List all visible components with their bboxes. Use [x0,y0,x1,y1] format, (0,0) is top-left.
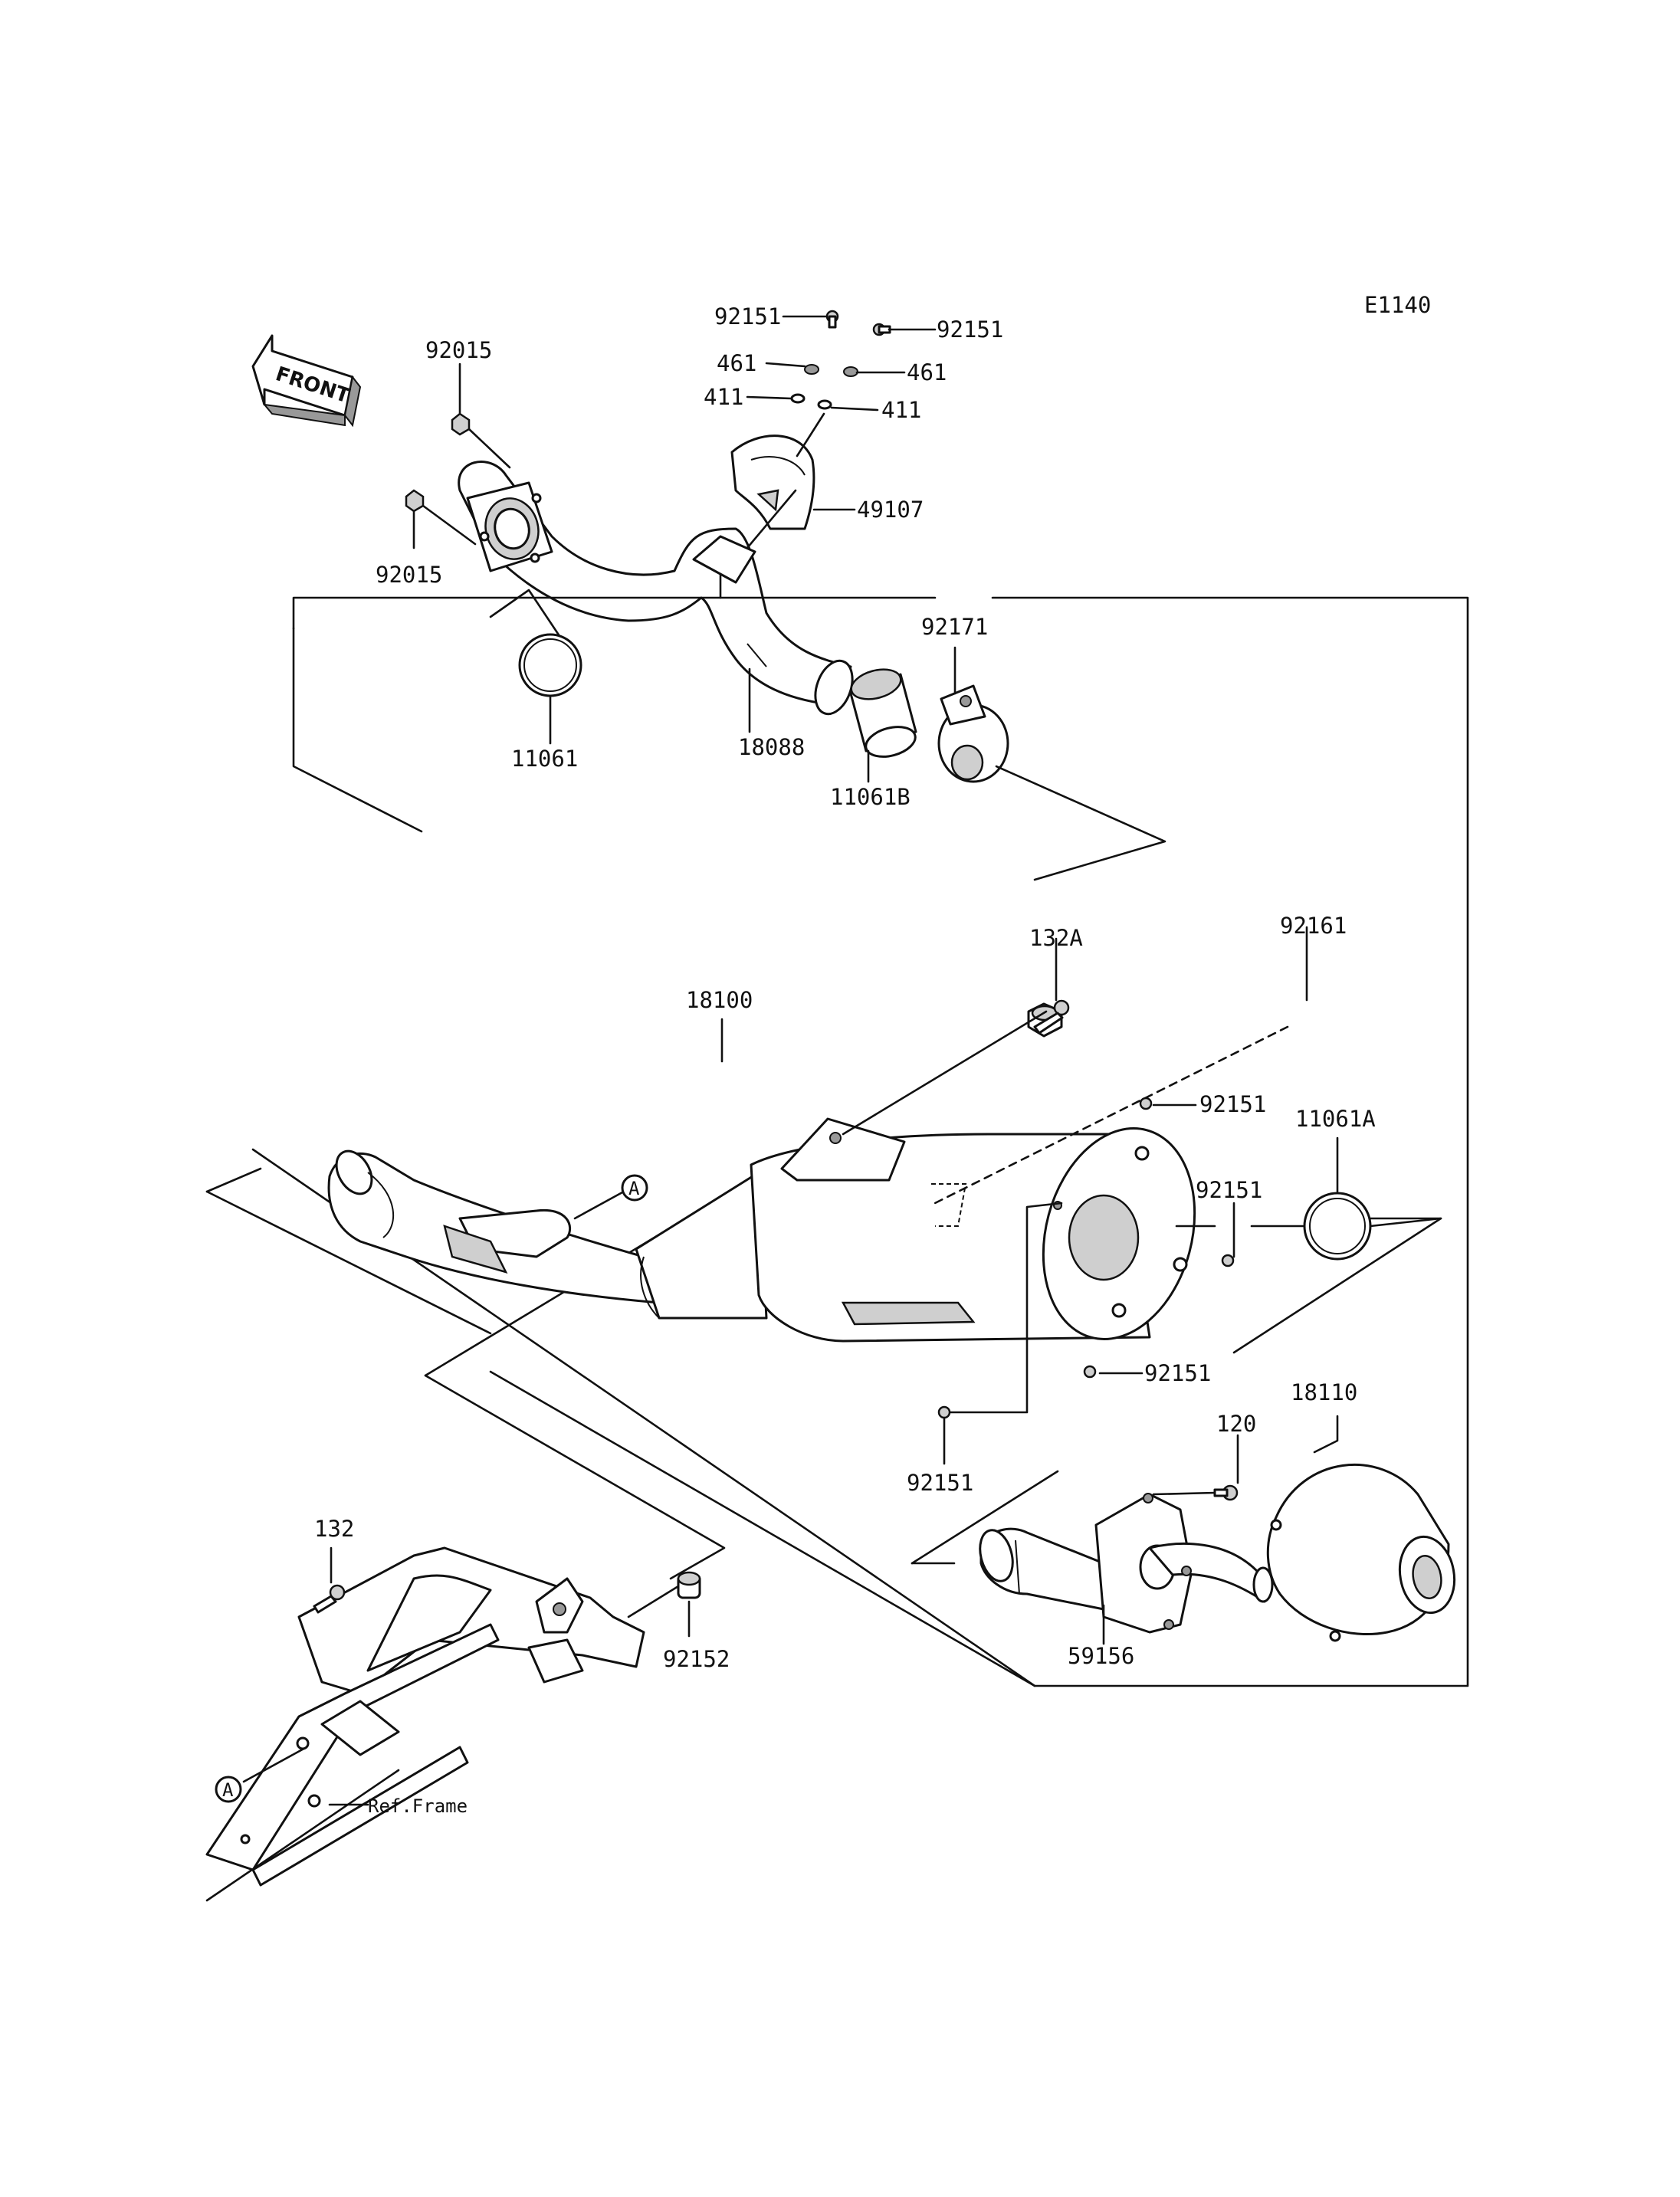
label-92151-e: 92151 [1144,1360,1211,1386]
label-92151-f: 92151 [907,1470,973,1496]
label-92015-b: 92015 [376,562,442,588]
callout-a-upper-icon [621,1174,648,1202]
label-92151-d: 92151 [1196,1177,1262,1203]
label-411-a: 411 [704,384,743,410]
mount-92152-icon [677,1571,701,1599]
heat-shield-49107 [730,434,815,530]
spark-arrestor-59156 [979,1493,1274,1634]
nut-461-b-icon [843,366,858,377]
label-18088: 18088 [738,734,805,760]
label-92151-c: 92151 [1199,1091,1266,1117]
label-11061a: 11061A [1295,1106,1376,1132]
bolt-92151-f-icon [937,1405,951,1419]
upper-fasteners [405,310,891,513]
bolt-132-icon [313,1584,346,1614]
label-461-b: 461 [907,359,947,385]
label-461-a: 461 [717,350,756,376]
front-direction-arrow: FRONT [251,334,362,428]
diagram-code: E1140 [1364,292,1431,318]
lower-left-leader-lines [215,1374,726,1806]
gasket-11061a [1303,1192,1372,1261]
label-49107: 49107 [857,497,924,523]
middle-leader-lines [621,926,1442,1465]
clamp-92171 [937,684,1009,783]
bolt-92151-e-icon [1083,1365,1097,1379]
label-92151-a: 92151 [714,303,781,330]
callout-a-upper: A [628,1178,640,1199]
lower-right-leader-lines [1102,1415,1339,1645]
upper-leader-lines [412,315,1166,881]
end-cap-18110 [1266,1463,1456,1642]
label-59156: 59156 [1068,1643,1134,1669]
label-92171: 92171 [921,614,988,640]
nut-92015-b-icon [405,489,425,513]
label-11061b: 11061B [830,784,911,810]
bolt-92151-d-icon [1221,1254,1235,1267]
label-92152: 92152 [663,1646,730,1672]
bolt-92151-c-icon [1139,1097,1153,1110]
callout-a-lower-icon [215,1776,242,1803]
label-11061: 11061 [511,746,578,772]
washer-411-b-icon [817,399,832,410]
label-132: 132 [314,1516,354,1542]
label-411-b: 411 [881,397,921,423]
header-pipe-18088 [458,461,854,716]
gasket-11061 [518,633,582,697]
ref-frame-note: Ref.Frame [368,1795,468,1817]
label-18100: 18100 [686,987,753,1013]
callout-a-lower: A [222,1779,234,1801]
frame-bracket-reference [205,1546,645,1902]
label-92015-a: 92015 [425,337,492,363]
label-120: 120 [1216,1411,1256,1437]
gasket-11061b [849,668,917,758]
label-132a: 132A [1029,925,1083,951]
washer-411-a-icon [790,393,806,404]
label-92161: 92161 [1280,913,1347,939]
muffler-18100 [327,1117,1196,1343]
bolt-120-icon [1213,1484,1239,1501]
label-92151-b: 92151 [937,316,1003,343]
label-18110: 18110 [1291,1379,1357,1405]
nut-461-a-icon [804,364,819,375]
bolt-132a-icon [1053,999,1070,1016]
nut-92015-a-icon [451,412,471,436]
